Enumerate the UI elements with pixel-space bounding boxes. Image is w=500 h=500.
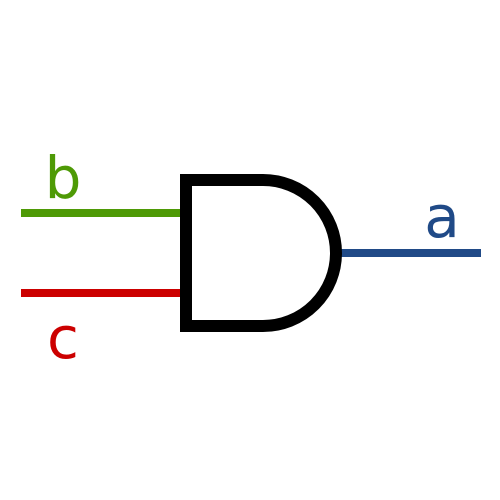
input-label-c: c bbox=[47, 304, 79, 372]
output-label-a: a bbox=[424, 183, 460, 251]
input-label-b: b bbox=[45, 144, 82, 212]
and-gate-body bbox=[180, 174, 342, 332]
